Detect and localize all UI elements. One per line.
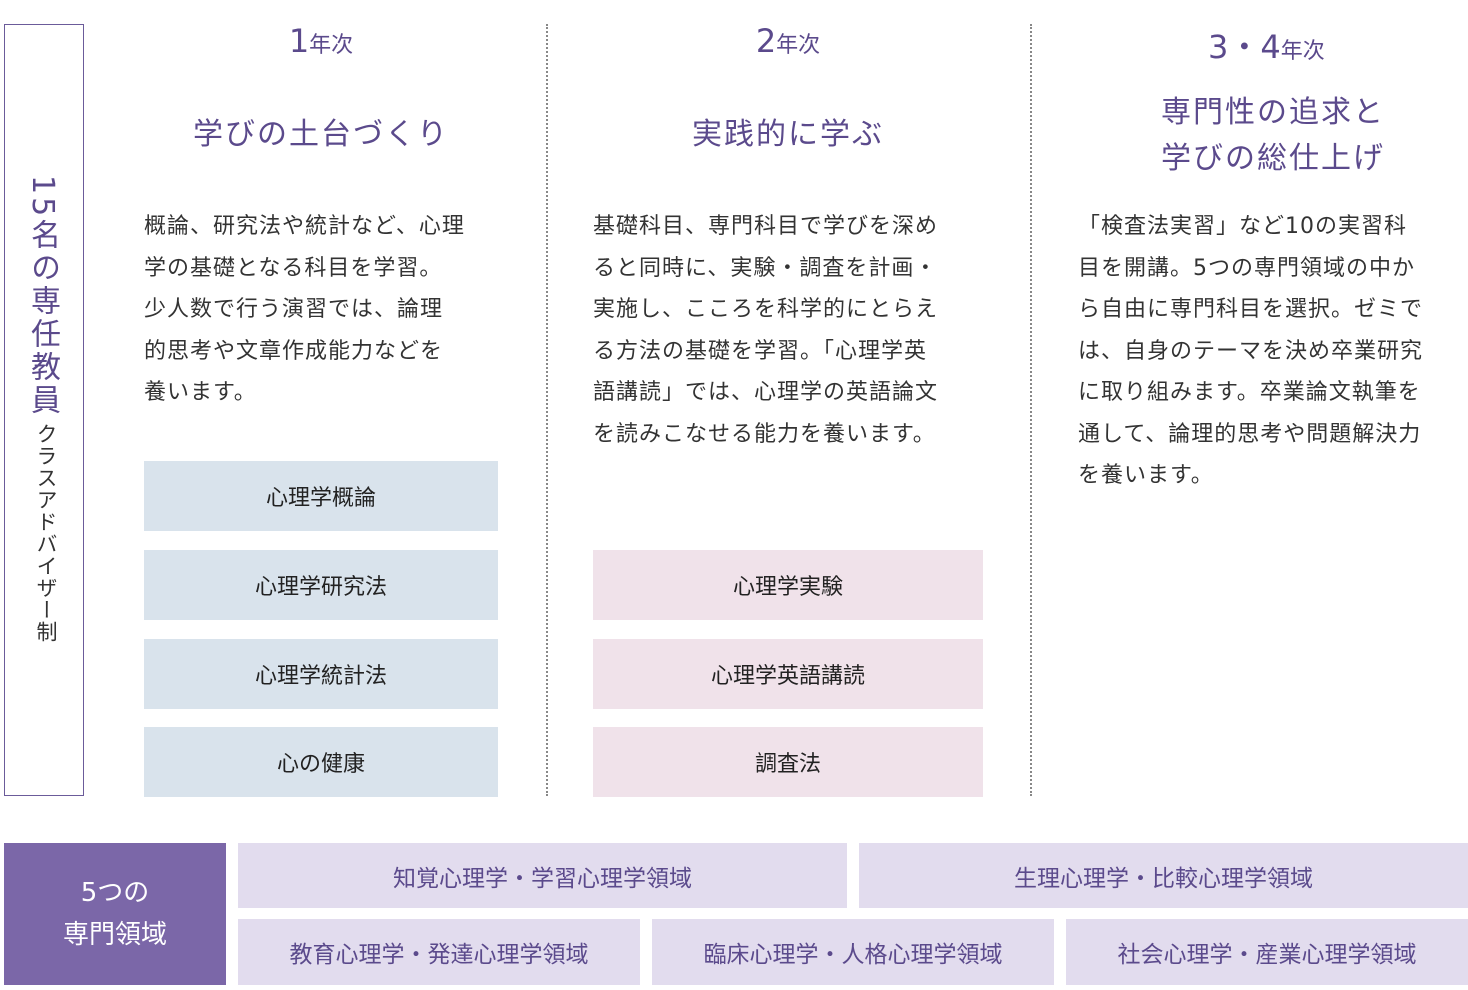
course-box: 心理学実験 [593, 550, 983, 620]
year-heading: 2年次 [593, 22, 983, 60]
description-line: 基礎科目、専門科目で学びを深め [593, 214, 939, 239]
year-number: 3・4 [1208, 28, 1281, 66]
description-line: ら自由に専門科目を選択。ゼミで [1078, 297, 1424, 322]
specialty-area: 臨床心理学・人格心理学領域 [652, 919, 1054, 985]
faculty-count-label: 15名の専任教員 [25, 175, 60, 418]
specialty-area: 社会心理学・産業心理学領域 [1066, 919, 1468, 985]
description-line: 実施し、こころを科学的にとらえ [593, 297, 939, 322]
description-line: 少人数で行う演習では、論理 [144, 297, 444, 322]
column-title-line: 学びの土台づくり [193, 117, 449, 152]
column-title: 学びの土台づくり [144, 112, 498, 158]
faculty-box: 15名の専任教員 クラスアドバイザー制 [4, 24, 84, 796]
year-number: 1 [288, 22, 310, 60]
specialty-area: 教育心理学・発達心理学領域 [238, 919, 640, 985]
column-divider [546, 24, 548, 796]
specialty-areas-label-line: 専門領域 [62, 920, 167, 950]
description-line: に取り組みます。卒業論文執筆を [1078, 380, 1421, 405]
year-suffix: 年次 [776, 33, 821, 58]
description-line: 養います。 [144, 380, 257, 405]
class-advisor-label: クラスアドバイザー制 [34, 423, 58, 643]
year-suffix: 年次 [309, 33, 354, 58]
description-line: 学の基礎となる科目を学習。 [144, 255, 443, 281]
course-box: 調査法 [593, 727, 983, 797]
description-line: る方法の基礎を学習。「心理学英 [593, 338, 928, 364]
year-heading: 3・4年次 [1078, 22, 1468, 68]
description-line: 的思考や文章作成能力などを [144, 338, 444, 364]
description-line: 概論、研究法や統計など、心理 [144, 214, 465, 239]
year-number: 2 [755, 22, 777, 60]
column-title: 専門性の追求と 学びの総仕上げ [1078, 90, 1468, 182]
description-line: は、自身のテーマを決め卒業研究 [1078, 338, 1424, 364]
description-line: 目を開講。5つの専門領域の中か [1078, 255, 1415, 281]
column-description: 基礎科目、専門科目で学びを深め ると同時に、実験・調査を計画・ 実施し、こころを… [593, 206, 985, 455]
column-description: 概論、研究法や統計など、心理 学の基礎となる科目を学習。 少人数で行う演習では、… [144, 206, 504, 414]
column-title-line: 実践的に学ぶ [692, 117, 884, 152]
course-box: 心理学研究法 [144, 550, 498, 620]
description-line: を養います。 [1078, 463, 1214, 488]
year-suffix: 年次 [1280, 39, 1325, 64]
description-line: 通して、論理的思考や問題解決力 [1078, 421, 1422, 447]
column-title-line: 学びの総仕上げ [1161, 141, 1385, 176]
column-divider [1030, 24, 1032, 796]
specialty-area: 知覚心理学・学習心理学領域 [238, 843, 847, 908]
specialty-areas-label-line: 5つの [80, 878, 150, 908]
course-box: 心理学統計法 [144, 639, 498, 709]
course-box: 心理学概論 [144, 461, 498, 531]
course-box: 心理学英語講読 [593, 639, 983, 709]
description-line: 語講読」では、心理学の英語論文 [593, 380, 939, 405]
description-line: ると同時に、実験・調査を計画・ [593, 255, 938, 281]
description-line: 「検査法実習」など10の実習科 [1078, 214, 1407, 239]
specialty-areas-label: 5つの 専門領域 [4, 843, 226, 985]
column-title-line: 専門性の追求と [1161, 95, 1385, 130]
year-heading: 1年次 [144, 22, 498, 60]
column-description: 「検査法実習」など10の実習科 目を開講。5つの専門領域の中か ら自由に専門科目… [1078, 206, 1468, 497]
specialty-area: 生理心理学・比較心理学領域 [859, 843, 1468, 908]
description-line: を読みこなせる能力を養います。 [593, 421, 936, 447]
column-title: 実践的に学ぶ [593, 112, 983, 158]
course-box: 心の健康 [144, 727, 498, 797]
